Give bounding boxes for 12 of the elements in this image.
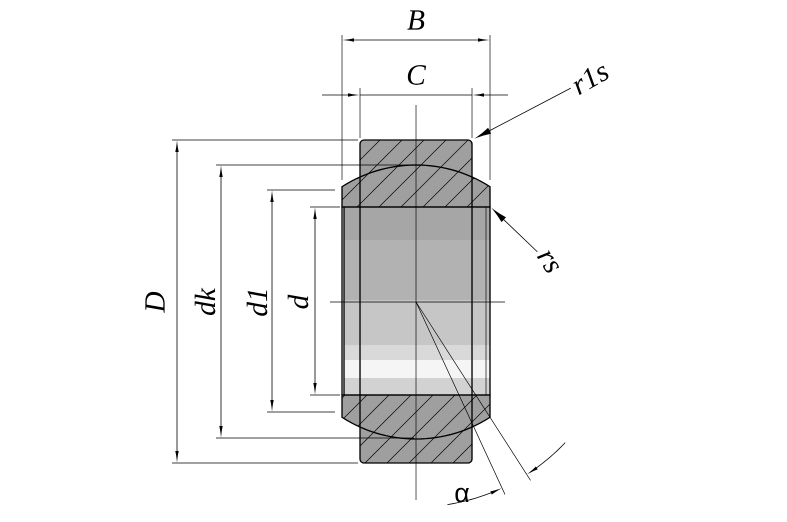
dimension-label: D: [145, 292, 165, 313]
dimension-label: α: [455, 488, 469, 502]
dimension-label: d: [288, 294, 308, 308]
leader-line: [493, 210, 538, 252]
bearing-drawing: [341, 139, 491, 464]
dimension-label: dk: [194, 288, 216, 315]
dimension-label: d1: [246, 290, 268, 316]
radius-label: r1s: [573, 66, 608, 96]
dimension-label: B: [407, 10, 424, 30]
radius-label: rs: [536, 250, 560, 273]
dimension-label: C: [408, 65, 426, 85]
leader-line: [476, 88, 572, 138]
